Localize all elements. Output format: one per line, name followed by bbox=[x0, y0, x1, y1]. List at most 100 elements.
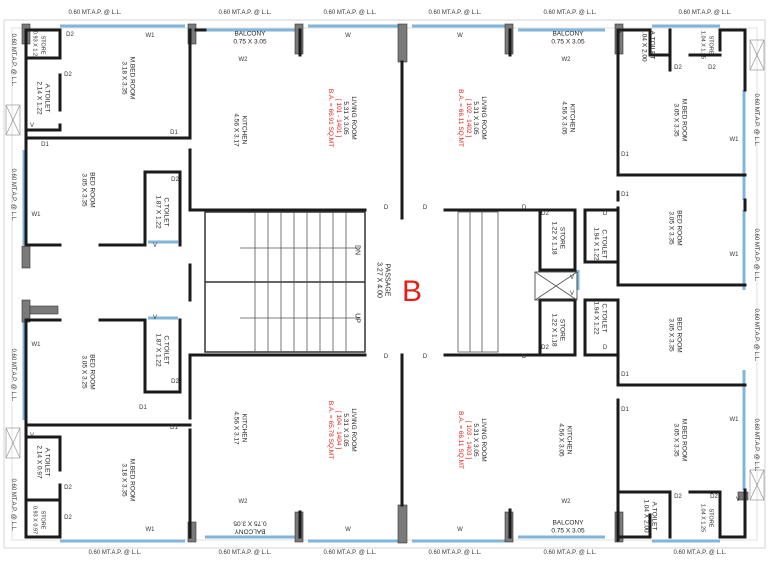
window-tag: W1 bbox=[145, 33, 155, 39]
setback-label: 0.60 MT.A.P. @ L.L. bbox=[753, 93, 759, 147]
door-tag: D1 bbox=[621, 407, 629, 413]
setback-label: 0.60 MT.A.P. @ L.L. bbox=[88, 550, 142, 556]
setback-label: 0.60 MT.A.P. @ L.L. bbox=[543, 550, 597, 556]
window-tag: W2 bbox=[561, 499, 571, 505]
window-tag: W bbox=[457, 33, 463, 39]
window-tag: W1 bbox=[729, 252, 739, 258]
setback-outline bbox=[3, 19, 766, 549]
setback-label: 0.60 MT.A.P. @ L.L. bbox=[218, 550, 272, 556]
door-tag: D2 bbox=[171, 379, 179, 385]
setback-label: 0.60 MT.A.P. @ L.L. bbox=[753, 228, 759, 282]
setback-label: 0.60 MT.A.P. @ L.L. bbox=[10, 33, 16, 87]
door-tag: D bbox=[602, 345, 608, 351]
setback-label: 0.60 MT.A.P. @ L.L. bbox=[753, 418, 759, 472]
door-tag: D bbox=[383, 205, 389, 211]
vent-tag: V bbox=[569, 275, 575, 281]
door-tag: D bbox=[422, 354, 428, 360]
setback-label: 0.60 MT.A.P. @ L.L. bbox=[10, 168, 16, 222]
door-tag: D1 bbox=[170, 425, 178, 431]
door-tag: D2 bbox=[66, 32, 74, 38]
vent-tag: V bbox=[152, 243, 158, 249]
windows bbox=[22, 24, 746, 543]
door-tag: D2 bbox=[674, 65, 682, 71]
door-tag: D bbox=[521, 354, 527, 360]
setback-label: 0.60 MT.A.P. @ L.L. bbox=[218, 10, 272, 16]
stair-down-label: DN bbox=[353, 244, 361, 256]
stair-up-label: UP bbox=[353, 313, 361, 323]
vent-tag: V bbox=[29, 433, 35, 439]
setback-label: 0.60 MT.A.P. @ L.L. bbox=[673, 550, 727, 556]
setback-label: 0.60 MT.A.P. @ L.L. bbox=[753, 308, 759, 362]
vent-tag: V bbox=[617, 29, 623, 35]
window-tag: W2 bbox=[238, 57, 248, 63]
door-tag: D2 bbox=[64, 485, 72, 491]
door-tag: D1 bbox=[170, 130, 178, 136]
vent-tag: V bbox=[152, 315, 158, 321]
door-tag: D1 bbox=[139, 405, 147, 411]
window-tag: W2 bbox=[238, 499, 248, 505]
door-tag: D bbox=[383, 354, 389, 360]
setback-label: 0.60 MT.A.P. @ L.L. bbox=[678, 10, 732, 16]
window-tag: W1 bbox=[145, 527, 155, 533]
vent-tag: V bbox=[29, 123, 35, 129]
door-tag: D2 bbox=[674, 494, 682, 500]
window-tag: W bbox=[457, 527, 463, 533]
door-tag: D bbox=[521, 205, 527, 211]
window-tag: W1 bbox=[729, 137, 739, 143]
window-tag: W1 bbox=[31, 212, 41, 218]
vent-tag: V bbox=[569, 291, 575, 297]
door-tag: D1 bbox=[621, 372, 629, 378]
window-tag: W1 bbox=[31, 342, 41, 348]
door-tag: D bbox=[602, 211, 608, 217]
setback-label: 0.60 MT.A.P. @ L.L. bbox=[10, 348, 16, 402]
door-tag: D2 bbox=[64, 72, 72, 78]
walls bbox=[24, 28, 747, 542]
window-tag: W bbox=[345, 527, 351, 533]
door-tag: D2 bbox=[64, 515, 72, 521]
setback-label: 0.60 MT.A.P. @ L.L. bbox=[323, 10, 377, 16]
door-tag: D1 bbox=[621, 152, 629, 158]
shaft-crosses bbox=[5, 39, 765, 501]
setback-label: 0.60 MT.A.P. @ L.L. bbox=[323, 550, 377, 556]
setback-label: 0.60 MT.A.P. @ L.L. bbox=[428, 10, 482, 16]
window-tag: W1 bbox=[729, 417, 739, 423]
window-tag: W2 bbox=[561, 57, 571, 63]
door-tag: D2 bbox=[541, 211, 549, 217]
door-tag: D bbox=[422, 205, 428, 211]
vent-tag: V bbox=[735, 497, 741, 503]
setback-label: 0.60 MT.A.P. @ L.L. bbox=[543, 10, 597, 16]
setback-label: 0.60 MT.A.P. @ L.L. bbox=[10, 478, 16, 532]
